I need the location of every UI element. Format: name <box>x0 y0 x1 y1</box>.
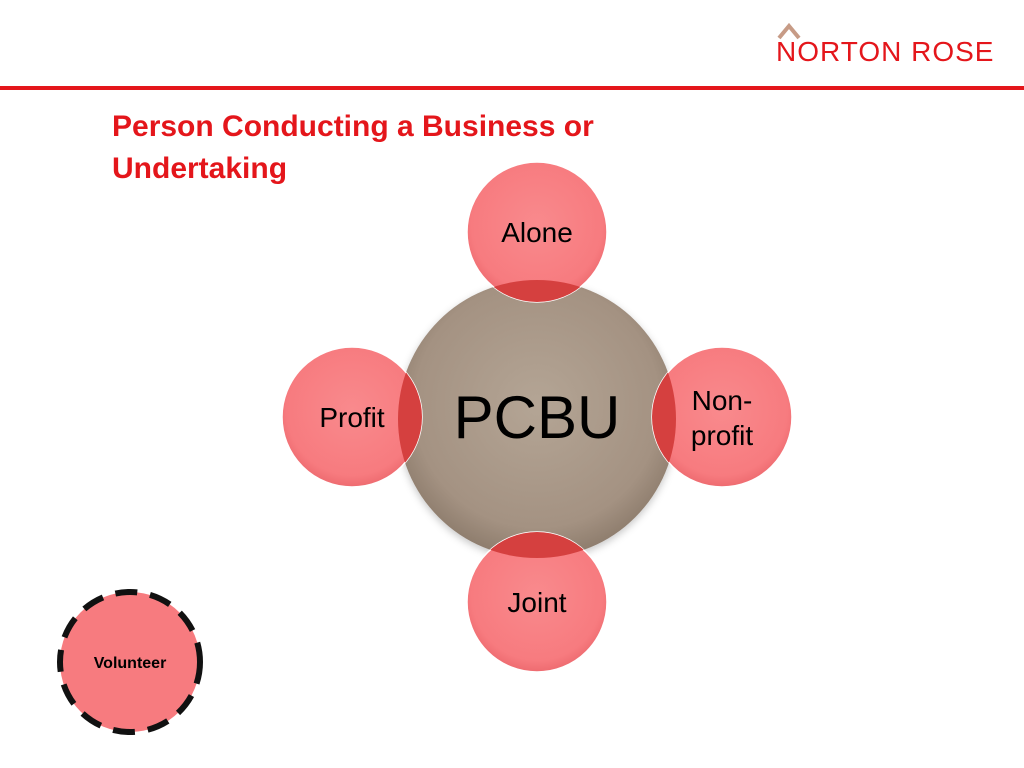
alone-label: Alone <box>501 217 573 248</box>
pcbu-label: PCBU <box>454 384 621 451</box>
profit-label: Profit <box>319 402 385 433</box>
slide-title: Person Conducting a Business or Undertak… <box>112 106 752 190</box>
norton-rose-logo: NORTON ROSE <box>776 20 998 70</box>
non-profit-label-line-1: Non- <box>692 385 753 416</box>
joint-label: Joint <box>507 587 566 618</box>
non-profit-label-line-2: profit <box>691 420 753 451</box>
volunteer-label: Volunteer <box>94 655 167 672</box>
header-divider <box>0 86 1024 90</box>
slide-title-line-2: Undertaking <box>112 152 288 185</box>
pcbu-center-circle <box>398 280 676 558</box>
volunteer-circle <box>57 589 203 735</box>
slide-title-line-1: Person Conducting a Business or <box>112 110 594 143</box>
brand-name: NORTON ROSE <box>776 36 995 67</box>
chevron-up-icon <box>777 22 801 40</box>
